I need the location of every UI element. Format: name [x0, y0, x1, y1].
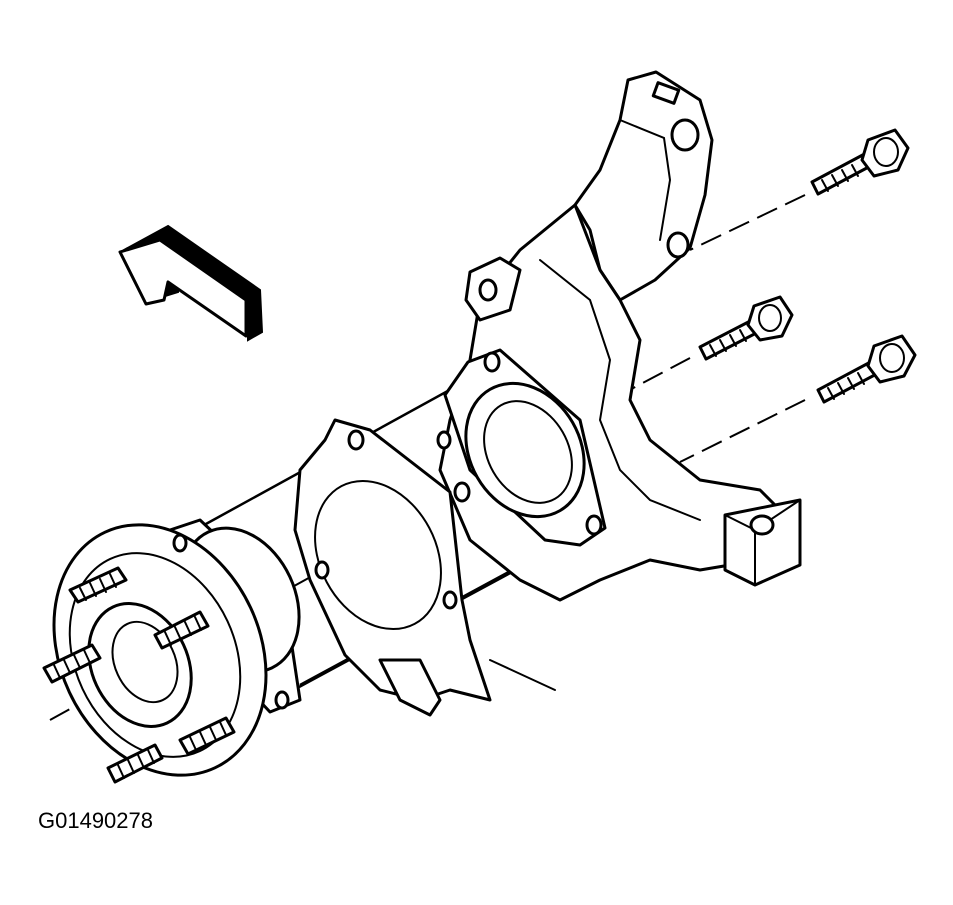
- hub-bolts: [698, 128, 917, 404]
- wheel-stud: [68, 566, 128, 604]
- wheel-stud: [153, 610, 210, 650]
- steering-knuckle: [436, 70, 802, 602]
- hub-bolt-middle: [698, 295, 794, 361]
- wheel-stud: [178, 716, 236, 756]
- splash-shield: [293, 418, 556, 717]
- wheel-stud: [42, 643, 102, 684]
- figure-code-label: G01490278: [38, 808, 153, 833]
- hub-bolt-lower: [816, 334, 917, 404]
- direction-arrow-icon: [118, 224, 264, 342]
- hub-bolt-upper: [810, 128, 910, 196]
- wheel-stud: [106, 743, 164, 784]
- wheel-studs: [42, 566, 236, 784]
- hub-and-bearing-assembly: [52, 518, 302, 777]
